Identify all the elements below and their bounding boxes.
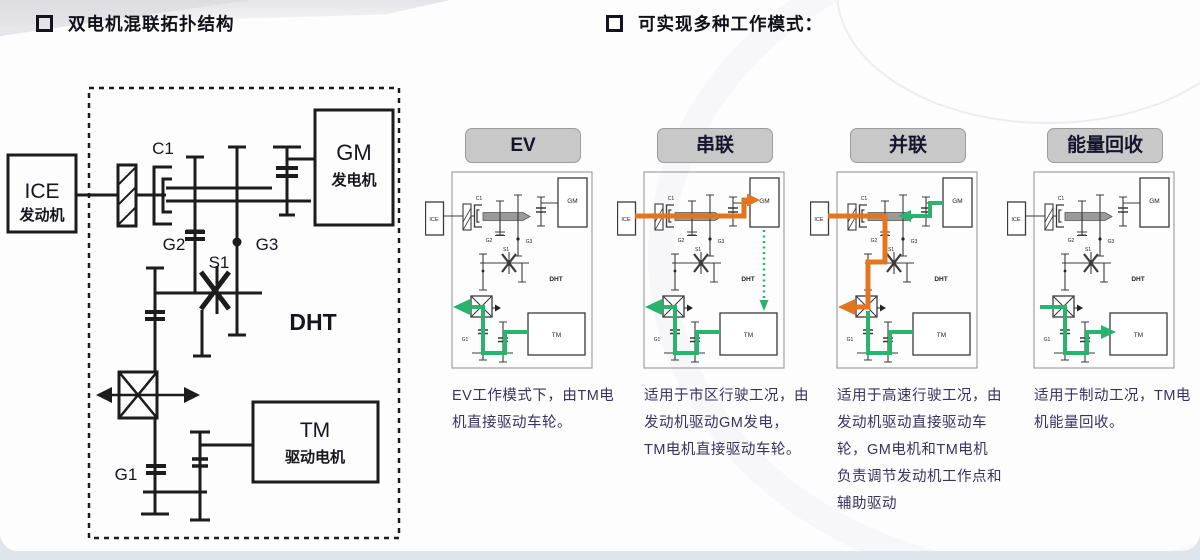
mini-label-c1: C1	[668, 196, 675, 202]
mini-label-ice: ICE	[429, 217, 439, 223]
mini-label-tm: TM	[552, 332, 561, 339]
section-title-modes-text: 可实现多种工作模式：	[638, 14, 823, 34]
mode-caption-regen: 适用于制动工况，TM电机能量回收。	[1034, 388, 1191, 431]
tm-gear	[190, 430, 210, 522]
mode-badge-parallel: 并联	[850, 128, 966, 163]
tm-box	[251, 400, 380, 484]
ice-box	[6, 153, 78, 234]
ice-label-en: ICE	[24, 180, 59, 203]
mode-caption-parallel: 适用于高速行驶工况，由发动机驱动直接驱动车轮，GM电机和TM电机负责调节发动机工…	[837, 388, 1002, 512]
mini-label-gm: GM	[759, 198, 769, 205]
mini-label-g2: G2	[871, 238, 878, 244]
mini-label-ice: ICE	[621, 217, 631, 223]
gm-label-en: GM	[336, 140, 371, 165]
mini-label-g2: G2	[1068, 238, 1075, 244]
dht-boundary-box	[87, 86, 401, 540]
mini-label-g3: G3	[526, 239, 533, 245]
mode-badge-regen: 能量回收	[1047, 128, 1163, 163]
mini-label-gm: GM	[567, 198, 577, 205]
mode-badge-series: 串联	[657, 128, 773, 163]
mini-label-g2: G2	[678, 238, 685, 244]
mini-label-g1: G1	[462, 337, 469, 343]
axle-right-arrow-icon	[184, 387, 200, 403]
gear-g1	[146, 464, 166, 475]
section-title-modes: 可实现多种工作模式：	[606, 11, 823, 36]
mini-label-g2: G2	[486, 238, 493, 244]
mini-label-dht: DHT	[549, 276, 562, 283]
mode-badge-ev: EV	[465, 128, 581, 163]
mini-label-tm: TM	[937, 332, 946, 339]
label-g1: G1	[115, 465, 138, 484]
gm-label-zh: 发电机	[330, 171, 376, 189]
mini-label-s1: S1	[695, 247, 701, 253]
label-dht: DHT	[289, 309, 336, 335]
mini-label-gm: GM	[952, 198, 962, 205]
mini-label-dht: DHT	[1131, 276, 1144, 283]
mode-caption-series: 适用于市区行驶工况，由发动机驱动GM发电，TM电机直接驱动车轮。	[644, 388, 809, 458]
mini-label-c1: C1	[476, 196, 483, 202]
mini-label-c1: C1	[1058, 196, 1065, 202]
section-title-topology: 双电机混联拓扑结构	[36, 11, 235, 36]
gm-box	[313, 108, 395, 227]
square-bullet-icon	[36, 15, 53, 32]
ice-label-zh: 发动机	[18, 206, 64, 224]
label-c1: C1	[152, 139, 174, 158]
mini-label-c1: C1	[861, 196, 868, 202]
gear-g2	[185, 230, 205, 241]
mini-label-tm: TM	[744, 332, 753, 339]
mini-label-tm: TM	[1134, 332, 1143, 339]
label-g3: G3	[256, 235, 279, 254]
mini-label-g1: G1	[1044, 337, 1051, 343]
mini-label-g1: G1	[847, 337, 854, 343]
mini-label-g3: G3	[911, 239, 918, 245]
label-g2: G2	[163, 235, 186, 254]
mini-label-g1: G1	[654, 337, 661, 343]
gm-gear	[273, 145, 315, 217]
power-flow-regen	[1040, 307, 1116, 353]
mode-caption-ev: EV工作模式下，由TM电机直接驱动车轮。	[452, 388, 615, 431]
square-bullet-icon	[606, 15, 623, 32]
mini-label-s1: S1	[503, 247, 509, 253]
mini-label-ice: ICE	[1011, 217, 1021, 223]
mini-label-g3: G3	[1108, 239, 1115, 245]
mini-label-ice: ICE	[814, 217, 824, 223]
powertrain-topology-diagram: ICE 发动机 GM 发电机 TM 驱动电机 C1 G2 G3 S1 G1 DH…	[6, 86, 401, 540]
mini-label-dht: DHT	[741, 276, 754, 283]
axle-left-arrow-icon	[96, 387, 112, 403]
synchronizer-s1	[199, 270, 231, 311]
tm-label-zh: 驱动电机	[285, 448, 345, 466]
mini-label-s1: S1	[888, 247, 894, 253]
clutch-c1	[152, 165, 172, 226]
mini-label-gm: GM	[1149, 198, 1159, 205]
mini-label-s1: S1	[1085, 247, 1091, 253]
section-title-topology-text: 双电机混联拓扑结构	[68, 14, 235, 34]
g3-node-dot	[232, 237, 242, 247]
label-s1: S1	[209, 253, 230, 272]
tm-label-en: TM	[300, 419, 330, 442]
mini-label-dht: DHT	[934, 276, 947, 283]
mini-label-g3: G3	[718, 239, 725, 245]
